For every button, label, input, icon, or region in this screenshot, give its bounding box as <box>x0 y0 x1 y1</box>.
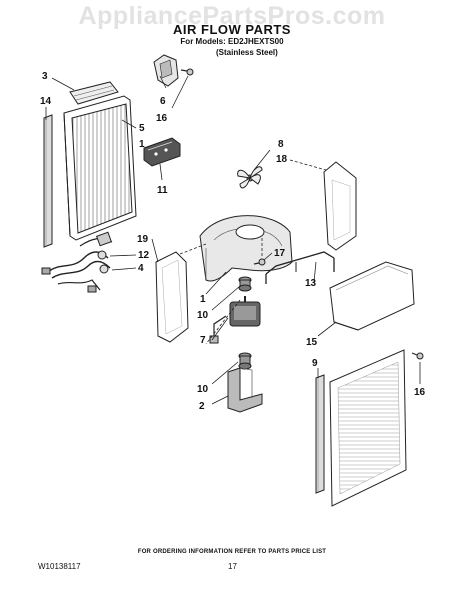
ordering-note: FOR ORDERING INFORMATION REFER TO PARTS … <box>137 549 327 555</box>
callout-16: 16 <box>156 113 168 124</box>
part-19-side-panel <box>155 251 189 343</box>
callout-12: 12 <box>138 250 150 261</box>
callout-18: 18 <box>276 154 288 165</box>
callout-14: 14 <box>40 96 52 107</box>
part-18-side-panel <box>323 161 357 251</box>
page-title: AIR FLOW PARTS <box>173 22 291 37</box>
part-16-screw-lower <box>411 352 424 360</box>
part-6-clip <box>153 54 179 87</box>
part-5-evaporator-cover <box>63 95 137 241</box>
part-14-seal-strip <box>43 114 53 248</box>
callout-15: 15 <box>306 337 318 348</box>
callout-2: 2 <box>199 401 205 412</box>
callout-13: 13 <box>305 278 317 289</box>
model-variant: (Stainless Steel) <box>216 48 278 57</box>
callout-9: 9 <box>312 358 318 369</box>
model-number: For Models: ED2JHEXTS00 <box>180 37 284 46</box>
callout-10: 10 <box>197 310 209 321</box>
part-7-fan-motor <box>209 296 261 344</box>
part-11-bracket <box>143 137 181 167</box>
callout-labels: 3 14 5 1 6 16 11 8 18 19 12 4 17 13 1 10… <box>40 71 426 412</box>
callout-4: 4 <box>138 263 144 274</box>
callout-1: 1 <box>139 139 145 150</box>
callout-7: 7 <box>200 335 206 346</box>
part-12-4-wire-harness <box>41 231 113 293</box>
part-10-grommet-upper <box>238 276 252 292</box>
part-16-screw-top <box>180 68 194 76</box>
callout-1b: 1 <box>200 294 206 305</box>
part-17-screw <box>253 258 266 266</box>
callout-8: 8 <box>278 139 284 150</box>
part-8-fan-blade <box>237 166 263 189</box>
callout-17: 17 <box>274 248 286 259</box>
part-13-retainer <box>265 251 335 284</box>
part-3-grille <box>69 81 119 105</box>
rear-air-duct-panel <box>329 349 407 507</box>
document-code: W10138117 <box>38 562 81 571</box>
callout-19: 19 <box>137 234 149 245</box>
callout-10b: 10 <box>197 384 209 395</box>
callout-16b: 16 <box>414 387 426 398</box>
leader-lines <box>45 75 421 405</box>
part-10-grommet-lower <box>238 352 252 370</box>
part-2-motor-bracket <box>227 367 263 413</box>
part-9-seal-strip <box>315 374 325 494</box>
watermark: AppliancePartsPros.com <box>78 2 386 30</box>
page-number: 17 <box>228 562 237 571</box>
callout-3: 3 <box>42 71 48 82</box>
part-15-duct-cover <box>329 261 415 331</box>
part-1-fan-housing <box>199 215 293 282</box>
callout-11: 11 <box>157 185 168 196</box>
callout-5: 5 <box>139 123 145 134</box>
callout-6: 6 <box>160 96 166 107</box>
